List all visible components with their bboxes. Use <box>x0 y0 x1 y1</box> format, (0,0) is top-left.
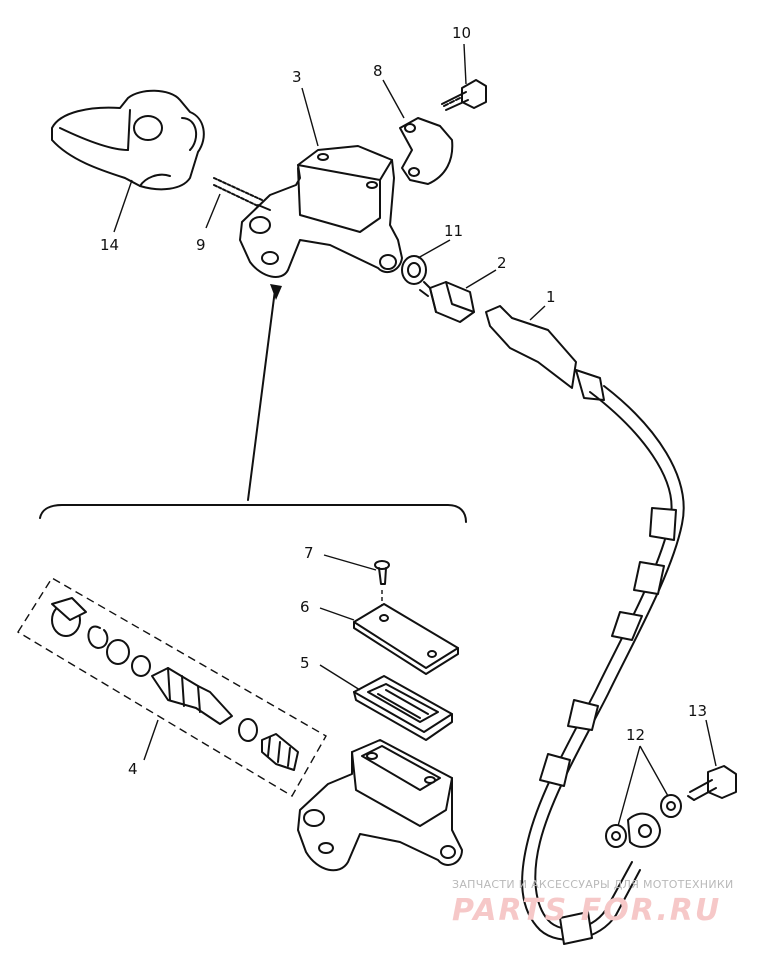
leader-lines <box>113 43 717 827</box>
callout-1: 1 <box>546 288 556 306</box>
callout-7: 7 <box>304 544 314 562</box>
part-2-union <box>419 281 475 323</box>
part-4-piston-kit <box>17 577 327 797</box>
part-14-lever-cover <box>51 89 205 191</box>
part-12-washers <box>605 794 682 848</box>
callout-9: 9 <box>196 236 206 254</box>
part-3-master-cylinder <box>239 145 403 278</box>
part-13-union-bolt <box>687 765 737 801</box>
part-11-washer <box>401 255 427 285</box>
callout-12: 12 <box>626 726 645 744</box>
callout-4: 4 <box>128 760 138 778</box>
callout-6: 6 <box>300 598 310 616</box>
part-7-screw <box>374 560 390 614</box>
master-cylinder-detail <box>297 739 463 872</box>
detail-pointer <box>39 284 467 523</box>
callout-11: 11 <box>444 222 463 240</box>
watermark: ЗАПЧАСТИ И АКСЕССУАРЫ ДЛЯ МОТОТЕХНИКИ PA… <box>452 878 734 928</box>
callout-5: 5 <box>300 654 310 672</box>
part-8-clamp <box>399 117 454 185</box>
callout-13: 13 <box>688 702 707 720</box>
watermark-brand: PARTS FOR.RU <box>452 893 721 928</box>
callout-labels: 3 8 10 11 2 1 9 14 7 6 5 4 12 13 <box>100 24 707 778</box>
part-10-bolt <box>441 79 487 111</box>
part-6-cap <box>353 603 459 675</box>
part-5-diaphragm <box>353 675 453 741</box>
callout-10: 10 <box>452 24 471 42</box>
callout-2: 2 <box>497 254 507 272</box>
callout-14: 14 <box>100 236 119 254</box>
part-9-pin <box>213 177 263 207</box>
callout-3: 3 <box>292 68 302 86</box>
callout-8: 8 <box>373 62 383 80</box>
watermark-caption: ЗАПЧАСТИ И АКСЕССУАРЫ ДЛЯ МОТОТЕХНИКИ <box>452 878 734 891</box>
part-1-brake-hose <box>485 305 685 945</box>
